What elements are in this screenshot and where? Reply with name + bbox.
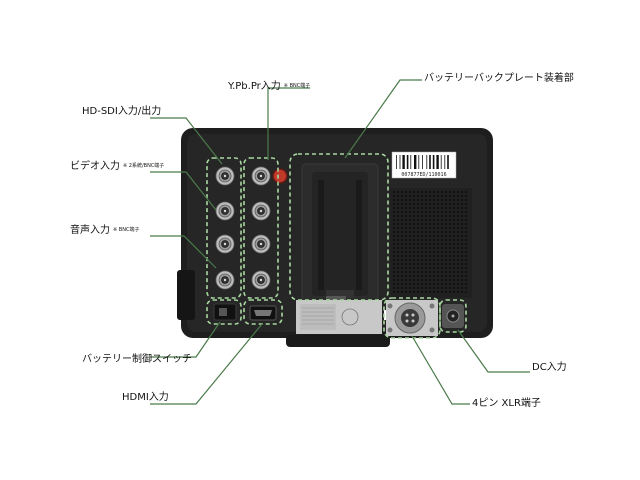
speaker-grille-dots [393,191,467,293]
label-hdmi: HDMI入力 [122,392,169,404]
label-ypbpr-text: Y.Pb.Pr入力 [228,81,281,92]
label-xlr-text: 4ピン XLR端子 [472,398,541,409]
callout-hdsdi [150,117,223,165]
callout-video [150,171,217,211]
callout-hdmi [150,323,263,405]
label-hdsdi: HD-SDI入力/出力 [82,106,161,118]
label-battery-switch: バッテリー制御スイッチ [82,354,192,366]
outline-xlr [383,297,441,339]
battery-switch [213,303,237,321]
callout-battery-plate [344,79,422,159]
label-battery-plate: バッテリーバックプレート装着部 [424,73,574,85]
hdmi-port [249,305,277,321]
label-audio-text: 音声入力 [70,225,110,236]
dc-input-jack [442,304,464,328]
label-battery-switch-text: バッテリー制御スイッチ [82,354,192,365]
bnc-connector [215,166,235,186]
label-dc: DC入力 [532,362,567,374]
xlr-connector [386,300,438,336]
label-hdmi-text: HDMI入力 [122,392,169,403]
battery-plate-mount [301,163,379,303]
label-xlr: 4ピン XLR端子 [472,398,541,410]
spec-plate [296,296,388,334]
barcode-sticker: 007877ED/110016 [391,151,457,179]
label-battery-plate-text: バッテリーバックプレート装着部 [424,73,574,84]
label-audio: 音声入力※ BNC端子 [70,224,139,237]
ypbpr-red-connector [272,168,288,184]
label-audio-sub: ※ BNC端子 [113,227,140,233]
bnc-connector [251,234,271,254]
label-video: ビデオ入力※ 2系統/BNC端子 [70,160,164,173]
callout-ypbpr [267,87,310,160]
callout-audio [150,235,217,269]
callout-switch [150,321,221,358]
bottom-foot [286,335,390,347]
barcode-text: 007877ED/110016 [401,172,446,178]
outline-right-column [243,157,279,299]
outline-dc [439,299,467,333]
callout-dc [457,329,530,373]
callout-xlr [411,335,470,405]
outline-switch [206,299,242,325]
outline-left-column [206,157,242,299]
bnc-connector [215,270,235,290]
label-ypbpr: Y.Pb.Pr入力※ BNC端子 [228,80,310,93]
label-ypbpr-sub: ※ BNC端子 [283,83,311,89]
bnc-connector [251,270,271,290]
label-hdsdi-text: HD-SDI入力/出力 [82,106,162,117]
highlight-outlines [206,153,467,339]
bnc-connectors [215,166,271,290]
side-tab [177,270,195,320]
bnc-connector [215,201,235,221]
bnc-connector [215,234,235,254]
label-video-text: ビデオ入力 [70,161,120,172]
label-video-sub: ※ 2系統/BNC端子 [123,163,165,169]
bnc-connector [251,201,271,221]
label-dc-text: DC入力 [532,362,567,373]
bnc-connector [251,166,271,186]
callout-lines [150,79,530,405]
